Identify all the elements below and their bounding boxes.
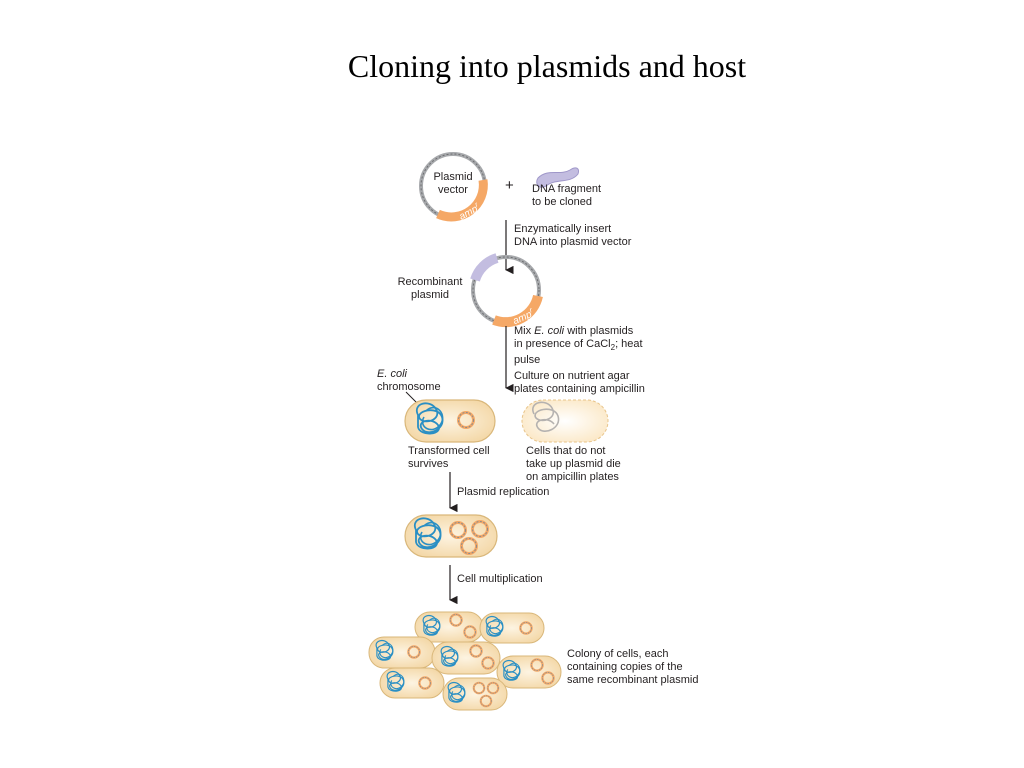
transformed-cell-label: Transformed cell survives: [408, 445, 490, 470]
recombinant-plasmid-label: Recombinant plasmid: [397, 276, 463, 301]
dna-fragment-label: DNA fragment to be cloned: [532, 183, 602, 208]
cell-multiplication-label: Cell multiplication: [457, 573, 543, 585]
colony: [368, 611, 562, 711]
step-transformation: Mix E. coli with plasmids in presence of…: [514, 325, 643, 367]
step-culture: Culture on nutrient agar plates containi…: [514, 370, 645, 395]
colony-label: Colony of cells, each containing copies …: [567, 648, 699, 686]
plasmid-vector-label: Plasmid vector: [433, 171, 473, 196]
recombinant-plasmid-shape: [470, 253, 543, 328]
dna-fragment-shape: [536, 167, 579, 188]
slide-title: Cloning into plasmids and host: [347, 48, 747, 84]
ecoli-chromosome-label: E. coli chromosome: [377, 368, 441, 393]
plus-sign: +: [505, 177, 514, 194]
plasmid-replication-label: Plasmid replication: [457, 486, 550, 498]
step-enzymatic-insert: Enzymatically insert DNA into plasmid ve…: [514, 223, 632, 248]
dead-cell: [521, 399, 609, 443]
plasmid-vector-shape: [419, 152, 488, 222]
replicated-cell: [404, 514, 498, 558]
dead-cells-label: Cells that do not take up plasmid die on…: [526, 445, 621, 483]
transformed-cell: [404, 399, 496, 443]
